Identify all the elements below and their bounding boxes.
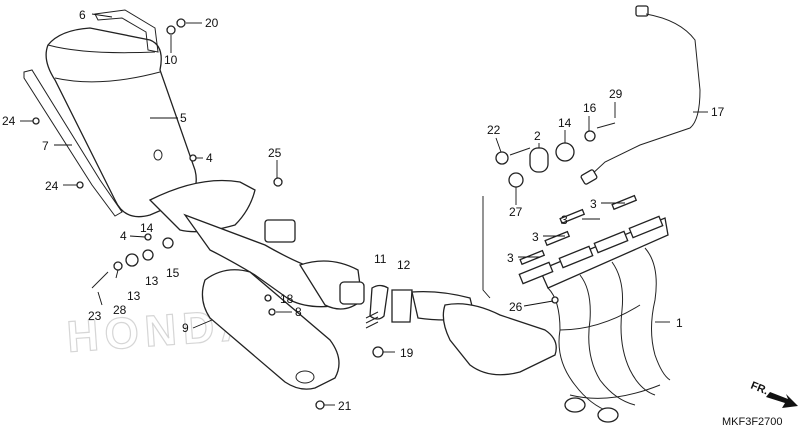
muffler-band [23,69,123,217]
callout-1: 1 [676,316,683,330]
callout-11: 11 [374,252,387,266]
heat-protector [201,269,340,390]
front-label: FR. [749,380,770,398]
valve-assembly [495,122,616,304]
callout-16: 16 [583,101,597,115]
callout-17: 17 [711,105,725,119]
front-direction-arrow: FR. [749,380,798,408]
callout-12: 12 [397,258,411,272]
o2-sensor [580,5,701,185]
callout-14-right: 14 [558,116,572,130]
callout-3-second: 3 [561,213,568,227]
muffler-joint-pipe [148,179,365,310]
callout-26: 26 [509,300,523,314]
callout-13-left: 13 [127,289,141,303]
callout-20: 20 [205,16,219,30]
callout-24-upper: 24 [2,114,16,128]
callout-21: 21 [338,399,352,413]
callout-18: 18 [280,292,294,306]
callout-3-bottom: 3 [507,251,514,265]
callout-labels: 6 20 10 24 5 7 4 24 25 4 14 15 13 13 28 … [2,8,725,413]
callout-19: 19 [400,346,414,360]
leader-lines [20,13,708,406]
arrow-icon [766,392,798,408]
callout-25: 25 [268,146,282,160]
callout-22: 22 [487,123,501,137]
callout-13-right: 13 [145,274,159,288]
exhaust-manifold [411,217,671,423]
callout-29: 29 [609,87,623,101]
port-flanges [518,215,664,285]
callout-23: 23 [88,309,102,323]
callout-4-upper: 4 [206,151,213,165]
callout-27: 27 [509,205,523,219]
callout-8: 8 [295,305,302,319]
callout-6: 6 [79,8,86,22]
callout-7: 7 [42,139,49,153]
muffler-bracket [94,9,159,53]
callout-15: 15 [166,266,180,280]
callout-5: 5 [180,111,187,125]
callout-28: 28 [113,303,127,317]
callout-4-lower: 4 [120,229,127,243]
callout-10: 10 [164,53,178,67]
callout-24-lower: 24 [45,179,59,193]
callout-3-top: 3 [590,197,597,211]
callout-2: 2 [534,129,541,143]
callout-3-third: 3 [532,230,539,244]
callout-9: 9 [182,321,189,335]
gasket-and-spring [365,284,413,358]
diagram-code: MKF3F2700 [722,416,783,428]
callout-14-left: 14 [140,221,154,235]
